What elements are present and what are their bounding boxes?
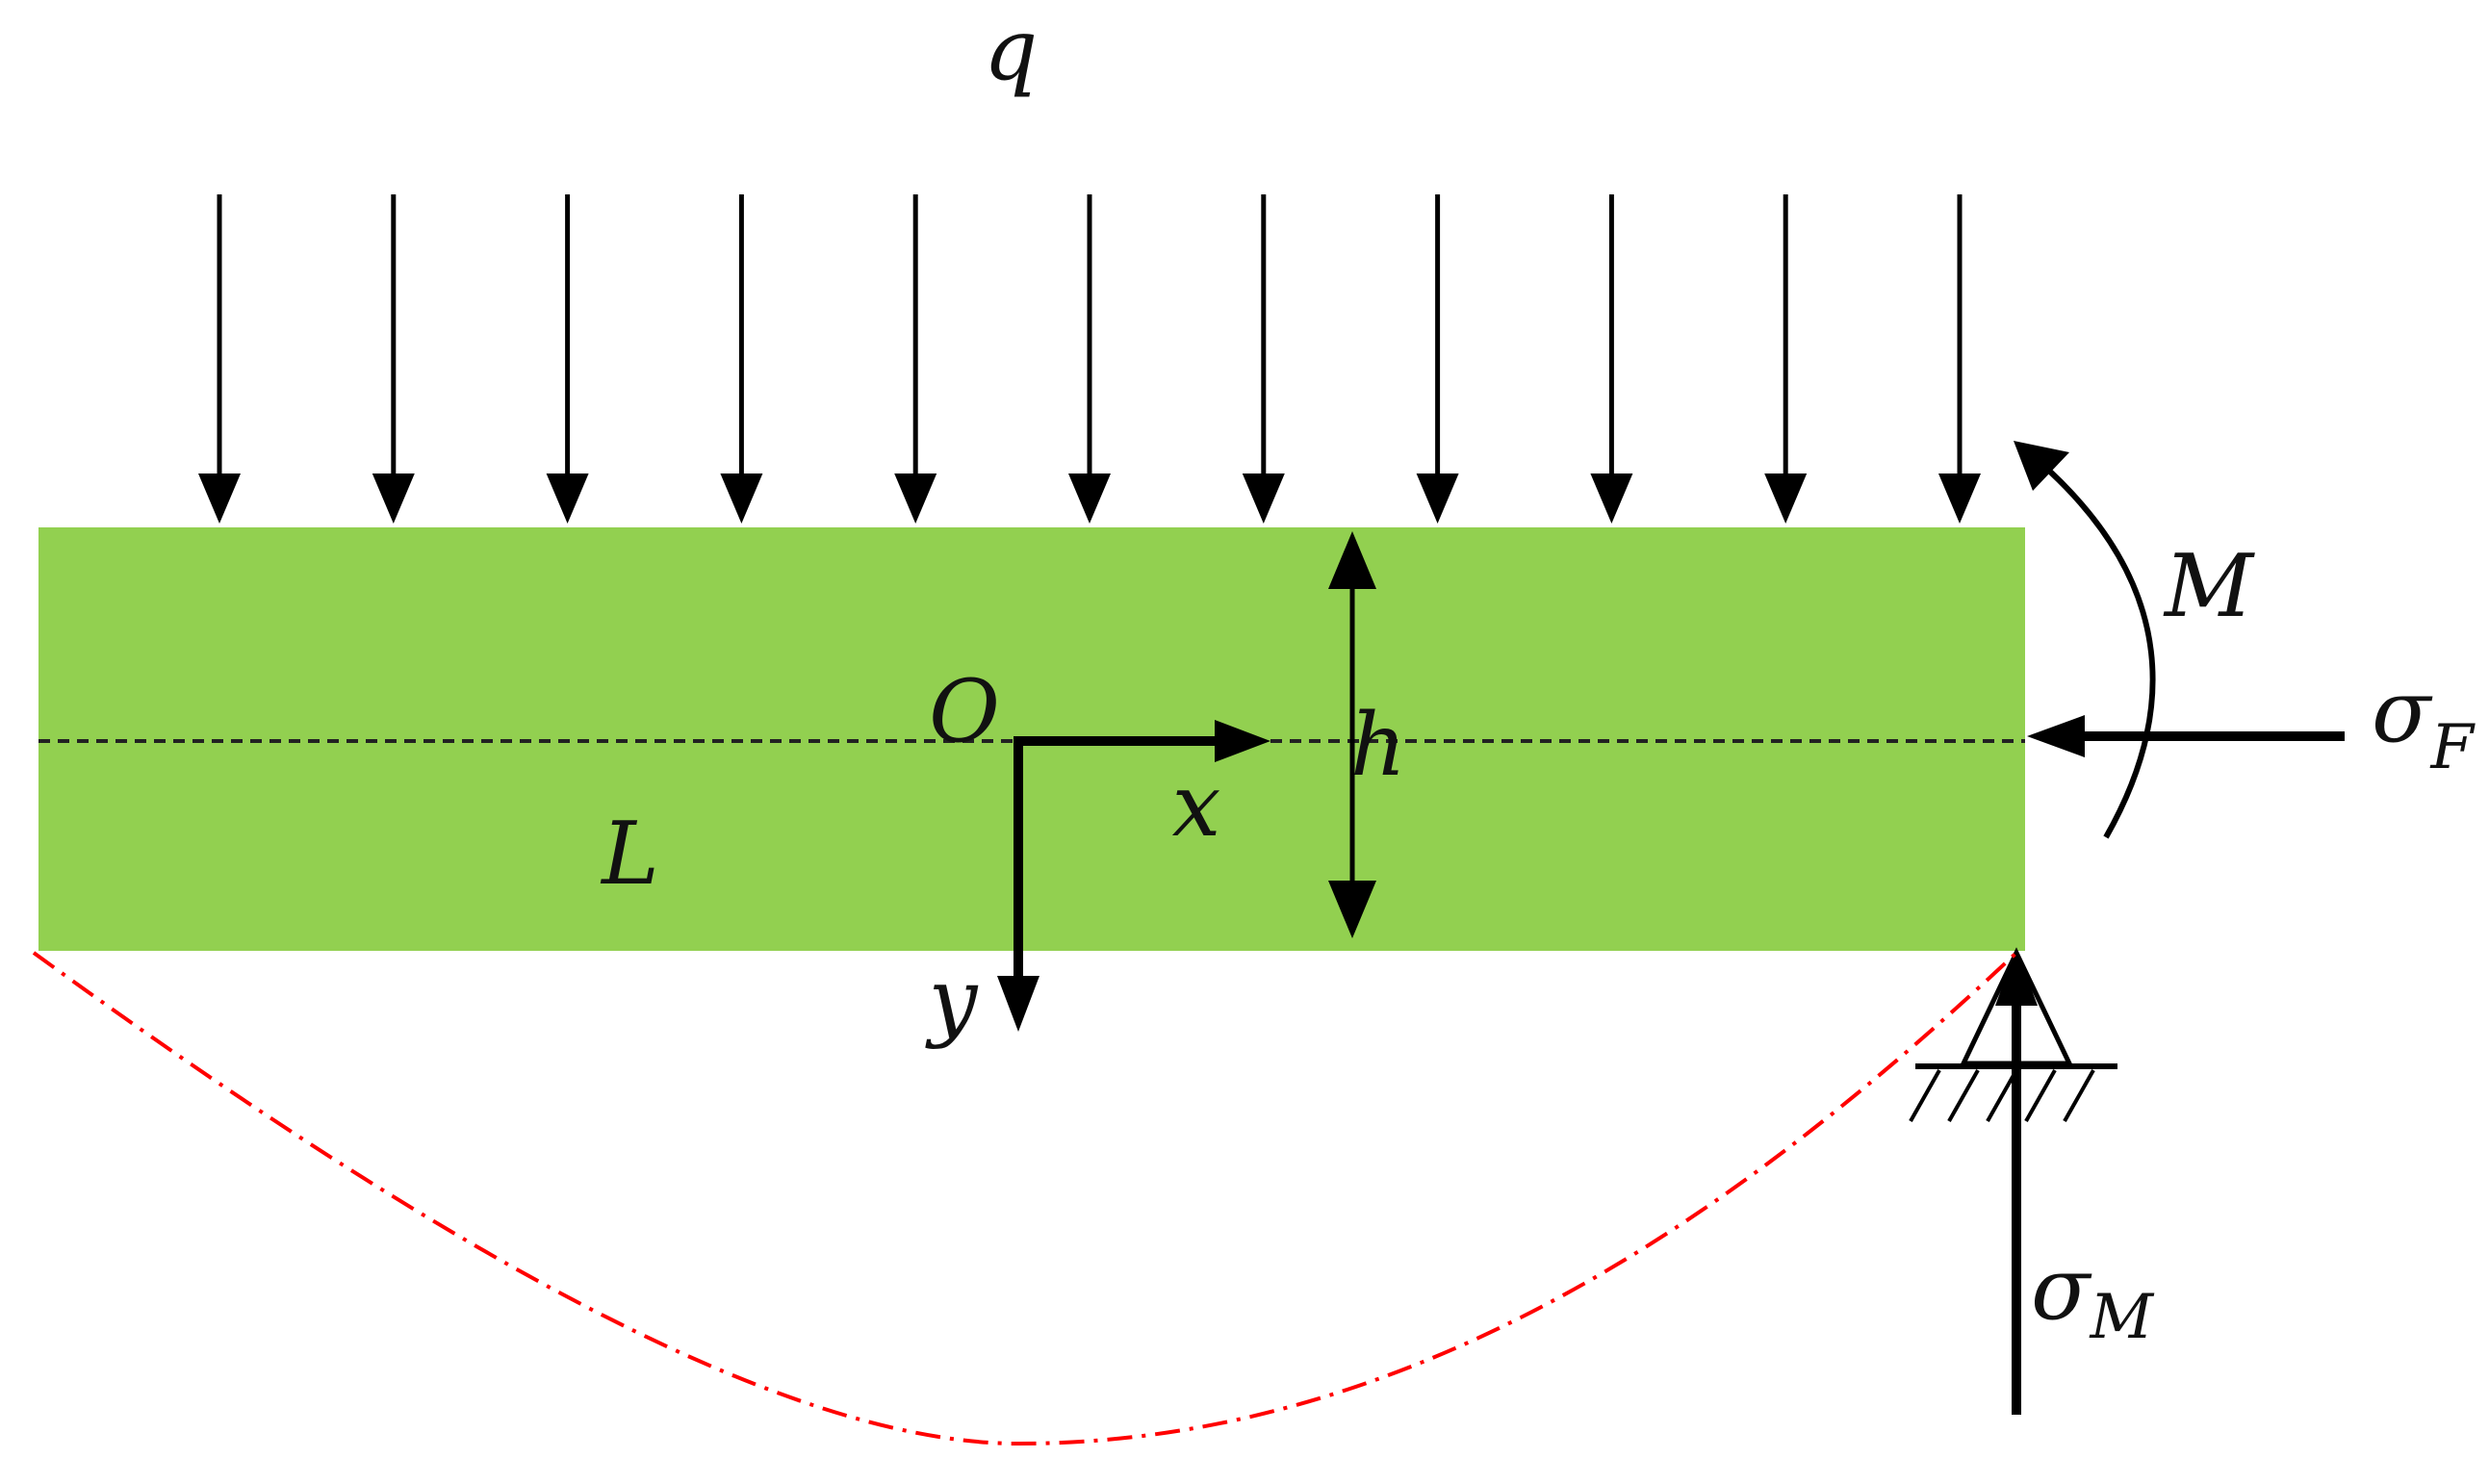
moment-label: M xyxy=(2163,536,2255,637)
height-arrowhead-bottom xyxy=(1328,881,1376,938)
load-arrow xyxy=(1938,194,1981,524)
load-arrow xyxy=(894,194,937,524)
sigma-m-label: σM xyxy=(2031,1239,2154,1353)
y-axis-arrowhead xyxy=(997,976,1039,1032)
height-label: h xyxy=(1350,695,1406,796)
load-arrow xyxy=(1416,194,1459,524)
length-label: L xyxy=(600,804,659,905)
x-axis-arrowhead xyxy=(1215,720,1270,762)
load-arrow xyxy=(1068,194,1111,524)
sigma-m-subscript: M xyxy=(2089,1282,2154,1353)
sigma-f-subscript: F xyxy=(2429,712,2476,783)
moment-arrow xyxy=(2014,441,2156,839)
coordinate-axes xyxy=(997,720,1270,1032)
load-arrow xyxy=(720,194,763,524)
y-axis-label: y xyxy=(925,950,979,1051)
distributed-load xyxy=(198,194,1981,524)
sigma-f-symbol: σ xyxy=(2372,661,2433,762)
load-arrow xyxy=(198,194,241,524)
load-arrow xyxy=(372,194,415,524)
sigma-m-symbol: σ xyxy=(2031,1239,2092,1340)
deflection-curve xyxy=(32,951,2018,1446)
load-label: q xyxy=(984,0,1038,99)
height-arrowhead-top xyxy=(1328,531,1376,589)
load-arrow xyxy=(546,194,589,524)
axial-force-arrow xyxy=(2027,715,2345,757)
origin-label: O xyxy=(929,661,1000,762)
load-arrow xyxy=(1242,194,1285,524)
load-arrow xyxy=(1590,194,1633,524)
reaction-force-arrow xyxy=(1995,948,2038,1415)
x-axis-label: x xyxy=(1172,755,1221,857)
sigma-f-label: σF xyxy=(2372,661,2476,783)
load-arrow xyxy=(1764,194,1808,524)
height-dimension xyxy=(1328,531,1376,938)
